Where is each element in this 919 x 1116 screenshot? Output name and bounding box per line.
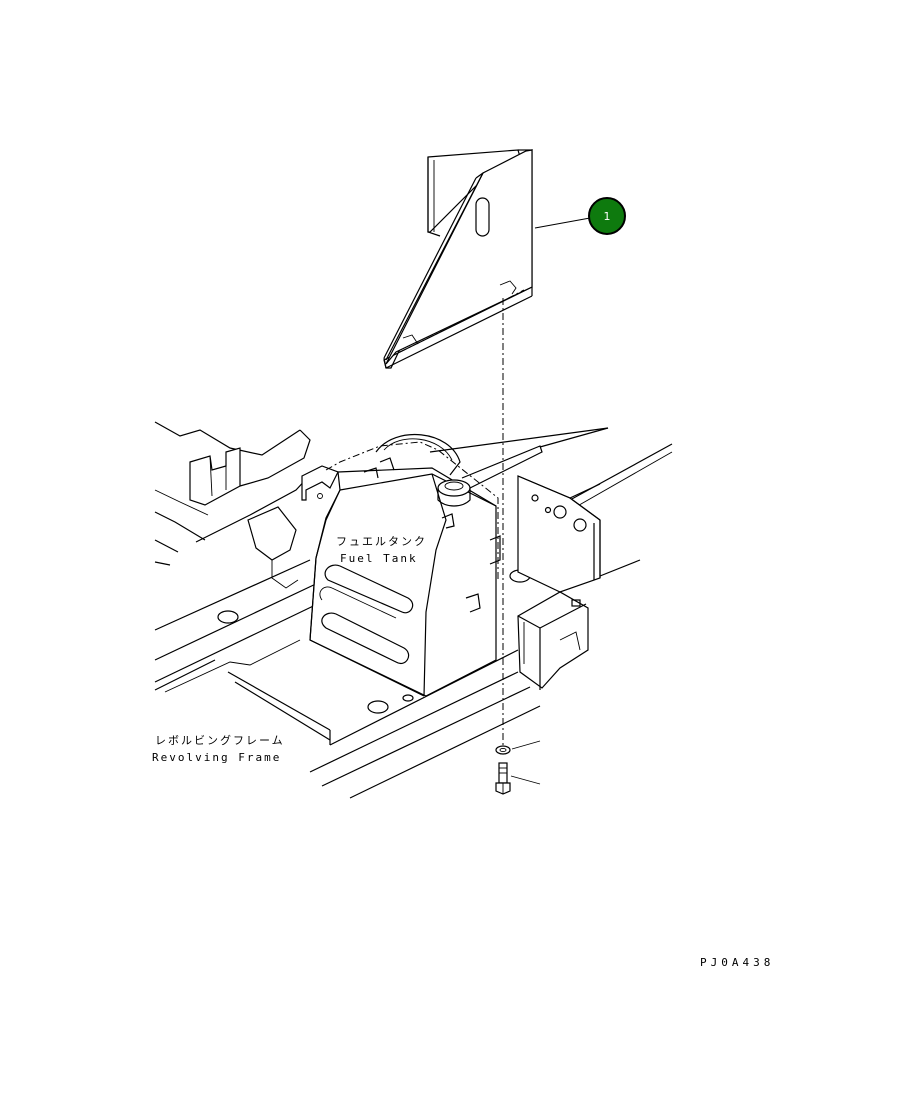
revolving-frame-label-en: Revolving Frame bbox=[152, 751, 282, 764]
bolt bbox=[495, 762, 511, 795]
washer bbox=[495, 745, 511, 755]
washer-leader bbox=[511, 740, 541, 750]
bolt-leader bbox=[510, 775, 541, 785]
callout-number: 1 bbox=[603, 209, 611, 223]
callout-leader bbox=[534, 217, 591, 229]
fuel-tank-label-jp: フュエルタンク bbox=[336, 535, 427, 548]
fuel-tank-label-en: Fuel Tank bbox=[340, 552, 418, 565]
drawing-code: PJ0A438 bbox=[700, 956, 775, 969]
bracket-plate bbox=[383, 149, 533, 369]
fuel-tank bbox=[301, 441, 501, 697]
revolving-frame-label-jp: レボルビングフレーム bbox=[155, 734, 285, 747]
revolving-frame bbox=[154, 421, 673, 799]
part-callout-1[interactable]: 1 bbox=[588, 197, 626, 235]
